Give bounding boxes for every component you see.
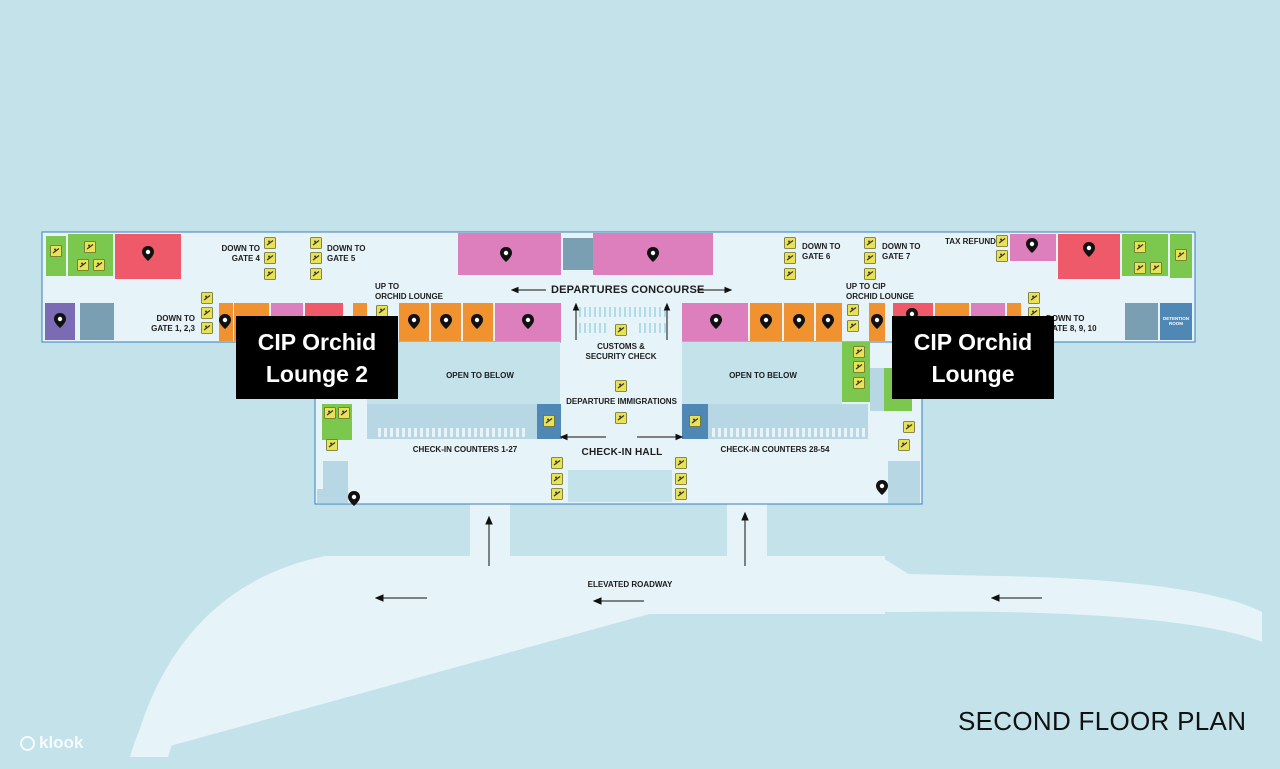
roadway-main [325, 556, 885, 614]
service-right [1125, 303, 1158, 340]
security-lanes [579, 307, 666, 317]
check-in-counters-right-label: CHECK-IN COUNTERS 28-54 [720, 445, 830, 454]
side-block-right-1 [888, 461, 920, 489]
down-gate-7-label: DOWN TO GATE 7 [882, 242, 921, 261]
cip-orchid-lounge-2-text: CIP Orchid Lounge 2 [257, 328, 377, 387]
check-in-counter-row-right [708, 404, 868, 439]
cip-orchid-lounge-text: CIP Orchid Lounge [913, 328, 1033, 387]
service-center [563, 238, 593, 270]
departure-immigrations-label: DEPARTURE IMMIGRATIONS [566, 397, 677, 406]
ramp-left [470, 503, 510, 558]
customs-security-label: CUSTOMS & SECURITY CHECK [585, 342, 657, 361]
arrow-icons [374, 286, 1042, 605]
service-left [80, 303, 114, 340]
down-gate-4-label: DOWN TO GATE 4 [221, 244, 260, 263]
side-block-left-2 [317, 489, 348, 503]
down-gate-6-label: DOWN TO GATE 6 [802, 242, 841, 261]
open-to-below-left-label: OPEN TO BELOW [446, 371, 514, 380]
cip-orchid-lounge-2-callout[interactable]: CIP Orchid Lounge 2 [236, 316, 398, 399]
elevated-roadway-label: ELEVATED ROADWAY [587, 580, 673, 589]
restroom-left [68, 234, 113, 276]
klook-watermark-text: klook [39, 733, 84, 752]
roadway-right-curve [880, 556, 1262, 642]
up-orchid-lounge-label: UP TO ORCHID LOUNGE [375, 282, 443, 301]
ramp-right [727, 503, 767, 558]
side-block-right-2 [888, 489, 920, 503]
open-to-below-right [682, 342, 842, 404]
detention-room-label: DETENTION ROOM [1162, 316, 1189, 326]
roadway-left-curve [132, 556, 340, 757]
counter-ticks-left [378, 428, 525, 437]
tax-refund-label: TAX REFUND [945, 237, 996, 246]
cip-orchid-lounge-callout[interactable]: CIP Orchid Lounge [892, 316, 1054, 399]
down-gate-123-label: DOWN TO GATE 1, 2,3 [151, 314, 195, 333]
service-block-right-hall [870, 368, 884, 411]
open-to-below-right-label: OPEN TO BELOW [729, 371, 797, 380]
check-in-hall-center-block [568, 470, 672, 502]
klook-logo-icon [20, 735, 35, 751]
down-gate-5-label: DOWN TO GATE 5 [327, 244, 366, 263]
down-gate-8910-label: DOWN TO GATE 8, 9, 10 [1046, 314, 1097, 333]
klook-watermark: klook [20, 733, 83, 753]
check-in-counters-left-label: CHECK-IN COUNTERS 1-27 [412, 445, 518, 454]
floor-plan-title: SECOND FLOOR PLAN [958, 706, 1247, 736]
departures-concourse-label: DEPARTURES CONCOURSE [551, 284, 705, 296]
side-block-left-1 [323, 461, 348, 489]
detention-room-block [1160, 303, 1192, 340]
security-lanes-2 [579, 323, 666, 333]
check-in-hall-label: CHECK-IN HALL [581, 447, 663, 458]
open-to-below-left [367, 342, 560, 404]
up-cip-orchid-lounge-label: UP TO CIP ORCHID LOUNGE [846, 282, 914, 301]
counter-ticks-right [712, 428, 865, 437]
